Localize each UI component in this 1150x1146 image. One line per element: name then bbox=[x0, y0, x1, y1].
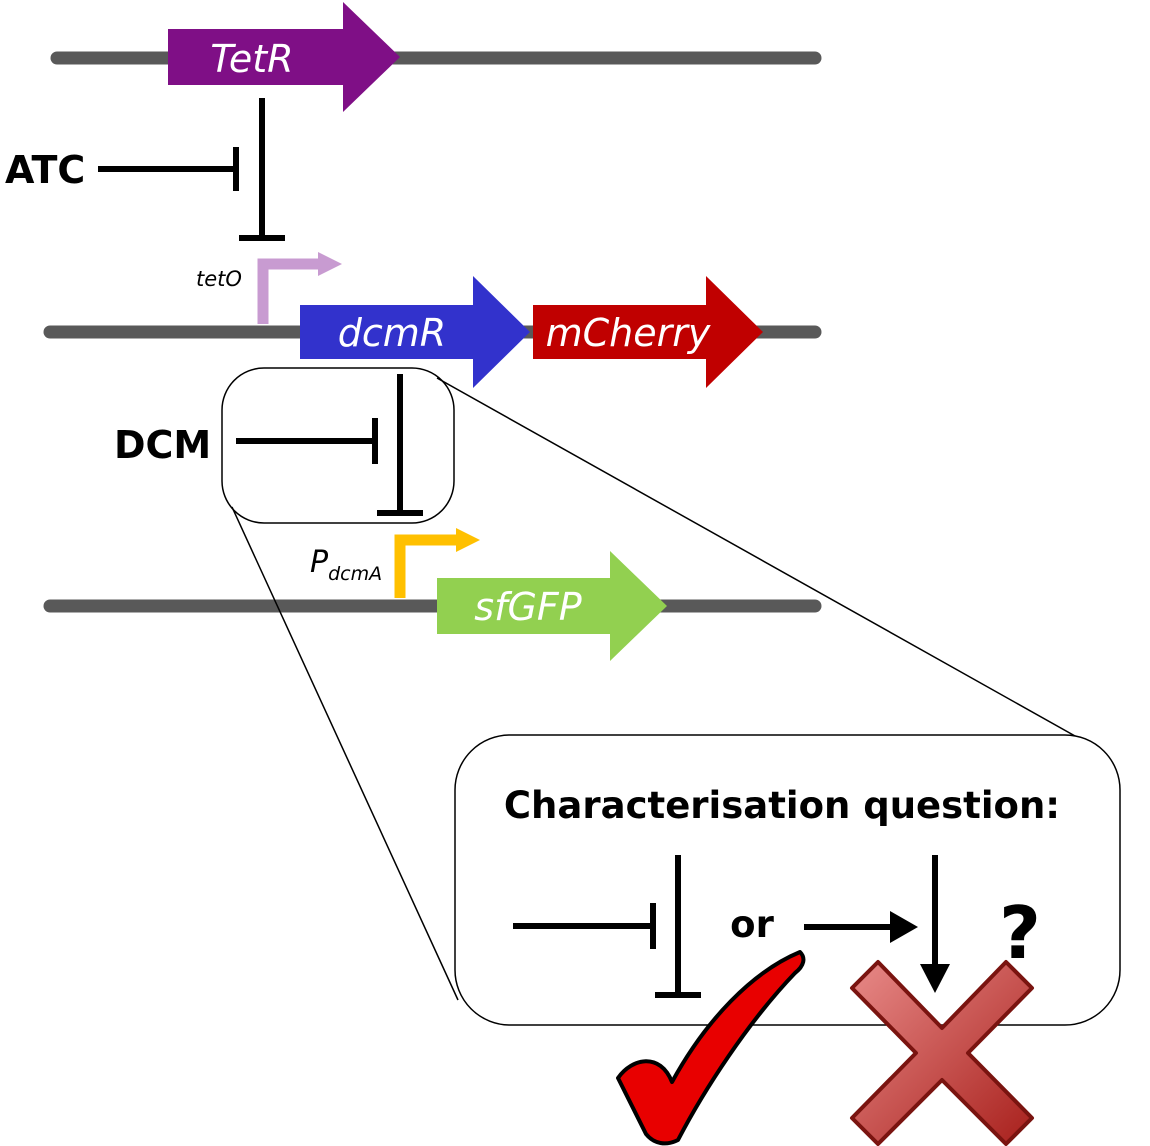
promoter-pdcma-label: PdcmA bbox=[310, 545, 382, 585]
promoter-pdcma-subscript: dcmA bbox=[328, 563, 382, 585]
promoter-teto-label: tetO bbox=[196, 267, 242, 291]
gene-sfgfp bbox=[437, 551, 667, 661]
gene-sfgfp-label: sfGFP bbox=[474, 585, 581, 629]
gene-dcmr bbox=[300, 276, 530, 388]
gene-mcherry-label: mCherry bbox=[546, 311, 711, 355]
promoter-pdcma-main: P bbox=[310, 545, 329, 580]
or-label: or bbox=[730, 903, 774, 946]
promoter-teto-head bbox=[318, 252, 342, 276]
promoter-teto-arrow bbox=[257, 258, 318, 324]
gene-tetr bbox=[168, 2, 400, 112]
check-icon bbox=[616, 950, 806, 1146]
gene-tetr-label: TetR bbox=[210, 37, 293, 81]
option-activation-vertical-head bbox=[920, 964, 950, 993]
atc-label: ATC bbox=[5, 148, 85, 192]
cross-icon bbox=[850, 960, 1034, 1146]
question-panel bbox=[454, 734, 1121, 1026]
option-activation-head bbox=[890, 911, 918, 943]
promoter-pdcma-head bbox=[456, 528, 480, 552]
question-title: Characterisation question: bbox=[504, 784, 1060, 827]
gene-dcmr-label: dcmR bbox=[338, 311, 446, 355]
dcm-label: DCM bbox=[114, 423, 211, 467]
gene-mcherry bbox=[533, 276, 763, 388]
zoom-connector-left bbox=[231, 506, 459, 1001]
zoom-connector-right bbox=[436, 377, 1101, 751]
zoom-source-box bbox=[221, 367, 455, 524]
promoter-pdcma-arrow bbox=[394, 534, 456, 598]
